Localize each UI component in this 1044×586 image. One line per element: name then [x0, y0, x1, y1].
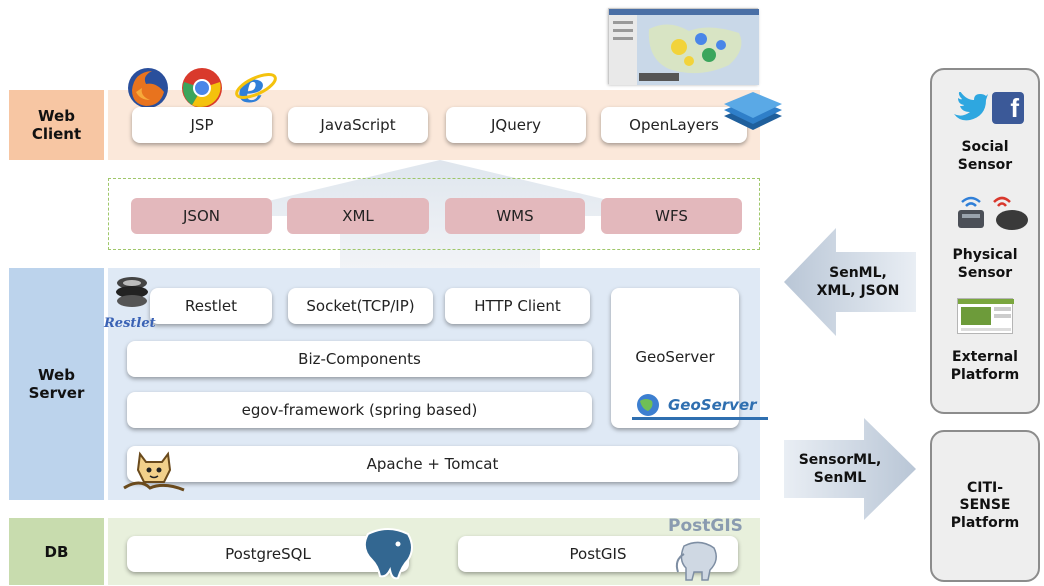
outbound-arrow-label: SensorML, SenML: [798, 452, 882, 486]
db-postgresql: PostgreSQL: [127, 536, 409, 572]
postgis-logo-text: PostGIS: [668, 516, 743, 536]
client-item-javascript: JavaScript: [288, 107, 428, 143]
up-arrow: [205, 160, 675, 270]
geoserver-label: GeoServer: [635, 348, 715, 366]
map-application-screenshot: [608, 8, 759, 85]
server-socket: Socket(TCP/IP): [288, 288, 433, 324]
globe-icon: [637, 393, 659, 416]
tomcat-cat-icon: [120, 448, 188, 494]
external-platform-label: External Platform: [950, 349, 1020, 383]
inbound-arrow-label: SenML, XML, JSON: [816, 265, 900, 299]
server-biz-components: Biz-Components: [127, 341, 592, 377]
geoserver-logo-text: GeoServer: [668, 395, 757, 414]
social-sensor-label: Social Sensor: [957, 139, 1013, 173]
facebook-icon: f: [992, 92, 1024, 124]
server-http-client: HTTP Client: [445, 288, 590, 324]
citi-sense-label: CITI- SENSE Platform: [950, 479, 1020, 531]
web-server-label: Web Server: [9, 268, 104, 500]
chrome-icon: [180, 66, 224, 110]
client-item-jquery: JQuery: [446, 107, 586, 143]
format-json: JSON: [131, 198, 272, 234]
firefox-icon: [126, 66, 170, 110]
openlayers-icon: [722, 90, 784, 134]
geoserver-logo: GeoServer: [632, 392, 768, 420]
client-item-jsp: JSP: [132, 107, 272, 143]
sensors-panel: [930, 68, 1040, 414]
format-xml: XML: [287, 198, 429, 234]
external-platform-screenshot-icon: [957, 298, 1014, 334]
internet-explorer-icon: e: [232, 63, 278, 112]
server-apache-tomcat: Apache + Tomcat: [127, 446, 738, 482]
citi-sense-panel: CITI- SENSE Platform: [930, 430, 1040, 582]
format-wfs: WFS: [601, 198, 742, 234]
svg-text:e: e: [238, 64, 265, 108]
web-client-label: Web Client: [9, 90, 104, 160]
physical-sensor-label: Physical Sensor: [952, 247, 1018, 281]
db-label: DB: [9, 518, 104, 585]
postgis-elephant-icon: [670, 536, 730, 582]
twitter-icon: [952, 91, 988, 122]
server-egov-framework: egov-framework (spring based): [127, 392, 592, 428]
server-restlet: Restlet: [150, 288, 272, 324]
restlet-logo-icon: [112, 275, 152, 311]
outbound-arrow: [784, 418, 916, 520]
format-wms: WMS: [445, 198, 585, 234]
data-format-area: [108, 178, 760, 250]
client-item-openlayers: OpenLayers: [601, 107, 747, 143]
physical-sensor-icon: [952, 192, 1032, 234]
restlet-logo-text: Restlet: [104, 316, 156, 331]
inbound-arrow: [784, 228, 916, 336]
postgresql-elephant-icon: [358, 526, 418, 582]
server-geoserver: GeoServer: [611, 288, 739, 428]
